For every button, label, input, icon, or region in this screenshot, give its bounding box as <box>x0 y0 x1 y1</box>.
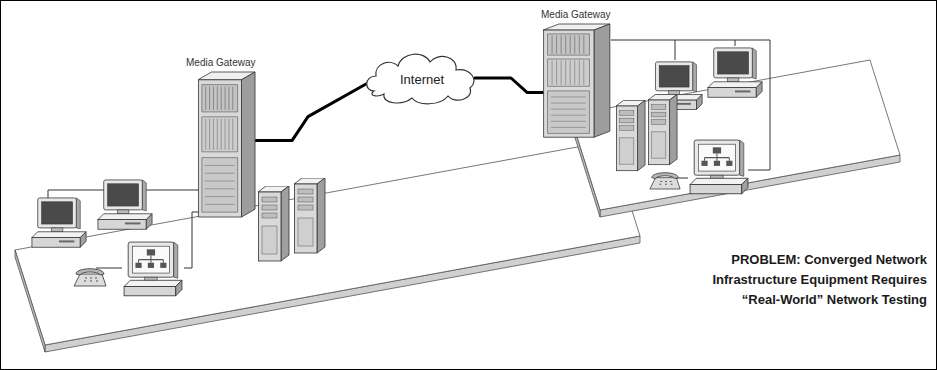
media-gateway: Media Gateway <box>543 24 611 138</box>
card-slots <box>206 119 233 150</box>
management-workstation <box>124 242 182 296</box>
vent-lines <box>551 97 586 127</box>
card-cage <box>202 85 238 112</box>
gateway-cabinet <box>543 24 611 138</box>
card-slots <box>206 87 233 110</box>
device-label: Media Gateway <box>186 57 244 69</box>
network-link <box>256 84 366 141</box>
card-cage <box>548 59 590 86</box>
device-label: Media Gateway <box>541 9 609 21</box>
card-slots <box>552 35 584 53</box>
cabinet-front <box>198 80 241 217</box>
lan-slab-edge <box>15 250 45 352</box>
internet-cloud: Internet <box>362 45 482 107</box>
media-gateway: Media Gateway <box>198 72 256 218</box>
power-panel <box>548 91 590 134</box>
lan-slab <box>15 141 640 345</box>
ip-phone <box>74 269 106 286</box>
lan-wire <box>611 40 770 178</box>
desktop-computer <box>708 48 762 97</box>
problem-statement-box: PROBLEM: Converged Network Infrastructur… <box>687 250 927 310</box>
problem-statement: PROBLEM: Converged Network Infrastructur… <box>687 250 927 310</box>
ip-phone <box>650 173 680 189</box>
card-cage <box>548 34 590 55</box>
server-tower <box>258 186 289 261</box>
server-tower <box>616 100 645 170</box>
power-panel <box>202 158 238 213</box>
server-tower <box>294 178 325 253</box>
desktop-computer <box>98 180 152 229</box>
network-link <box>475 78 543 92</box>
desktop-computer <box>32 198 86 247</box>
cabinet-side <box>594 24 610 137</box>
cabinet-side <box>242 72 256 217</box>
cloud-label: Internet <box>400 66 444 87</box>
cloud-shape <box>367 54 474 104</box>
card-slots <box>552 60 584 84</box>
server-tower <box>648 94 677 164</box>
card-cage <box>202 117 238 152</box>
gateway-cabinet <box>198 72 256 218</box>
vent-lines <box>205 165 235 204</box>
management-workstation <box>690 140 748 194</box>
cabinet-front <box>544 30 594 137</box>
